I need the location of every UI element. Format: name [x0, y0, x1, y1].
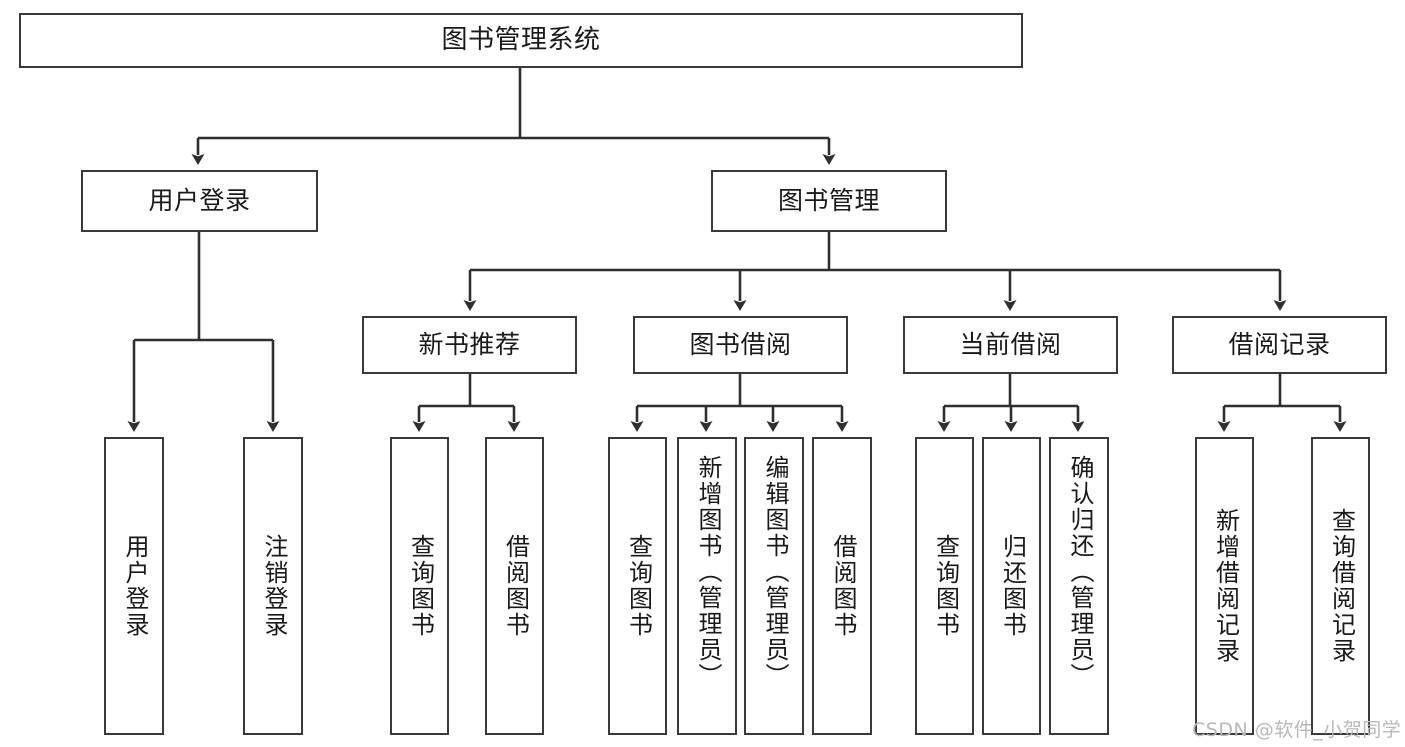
leaf-borrow-borrow-books[interactable]: 借阅图书	[812, 437, 872, 735]
node-book-management[interactable]: 图书管理	[711, 170, 947, 232]
node-label: 查询图书	[624, 534, 653, 638]
node-label: 新书推荐	[418, 330, 521, 360]
node-label: 查询借阅记录	[1327, 508, 1356, 664]
leaf-borrow-edit-book-admin[interactable]: 编辑图书（管理员）	[744, 437, 804, 735]
leaf-record-add-record[interactable]: 新增借阅记录	[1195, 437, 1254, 735]
node-label: 当前借阅	[959, 330, 1062, 360]
node-label: 借阅图书	[828, 534, 857, 638]
node-label: 新增图书（管理员）	[693, 455, 722, 689]
node-label: 查询图书	[406, 534, 435, 638]
node-label: 图书借阅	[689, 330, 792, 360]
csdn-watermark: CSDN @软件_小贺同学	[1192, 719, 1402, 741]
node-book-borrow[interactable]: 图书借阅	[633, 316, 848, 374]
node-root-system[interactable]: 图书管理系统	[19, 13, 1023, 68]
node-label: 借阅记录	[1228, 330, 1331, 360]
node-borrow-record[interactable]: 借阅记录	[1172, 316, 1387, 374]
leaf-newbook-query-books[interactable]: 查询图书	[390, 437, 449, 735]
node-label: 查询图书	[931, 534, 960, 638]
leaf-user-logout[interactable]: 注销登录	[243, 437, 303, 735]
leaf-current-return-books[interactable]: 归还图书	[982, 437, 1041, 735]
leaf-borrow-query-books[interactable]: 查询图书	[608, 437, 667, 735]
node-new-book-recommend[interactable]: 新书推荐	[362, 316, 577, 374]
node-label: 编辑图书（管理员）	[760, 455, 789, 689]
leaf-newbook-borrow-books[interactable]: 借阅图书	[485, 437, 544, 735]
leaf-record-query-record[interactable]: 查询借阅记录	[1311, 437, 1370, 735]
node-label: 用户登录	[148, 186, 251, 216]
node-label: 图书管理	[777, 186, 880, 216]
leaf-current-query-books[interactable]: 查询图书	[915, 437, 974, 735]
node-label: 注销登录	[259, 534, 288, 638]
leaf-current-confirm-return-admin[interactable]: 确认归还（管理员）	[1049, 437, 1109, 735]
leaf-borrow-add-book-admin[interactable]: 新增图书（管理员）	[677, 437, 737, 735]
node-label: 确认归还（管理员）	[1065, 455, 1094, 689]
node-label: 新增借阅记录	[1211, 508, 1240, 664]
node-user-login[interactable]: 用户登录	[81, 170, 318, 232]
node-label: 图书管理系统	[441, 25, 601, 56]
node-label: 归还图书	[998, 534, 1027, 638]
node-current-borrow[interactable]: 当前借阅	[903, 316, 1118, 374]
node-label: 借阅图书	[501, 534, 530, 638]
leaf-user-login[interactable]: 用户登录	[104, 437, 164, 735]
node-label: 用户登录	[120, 534, 149, 638]
